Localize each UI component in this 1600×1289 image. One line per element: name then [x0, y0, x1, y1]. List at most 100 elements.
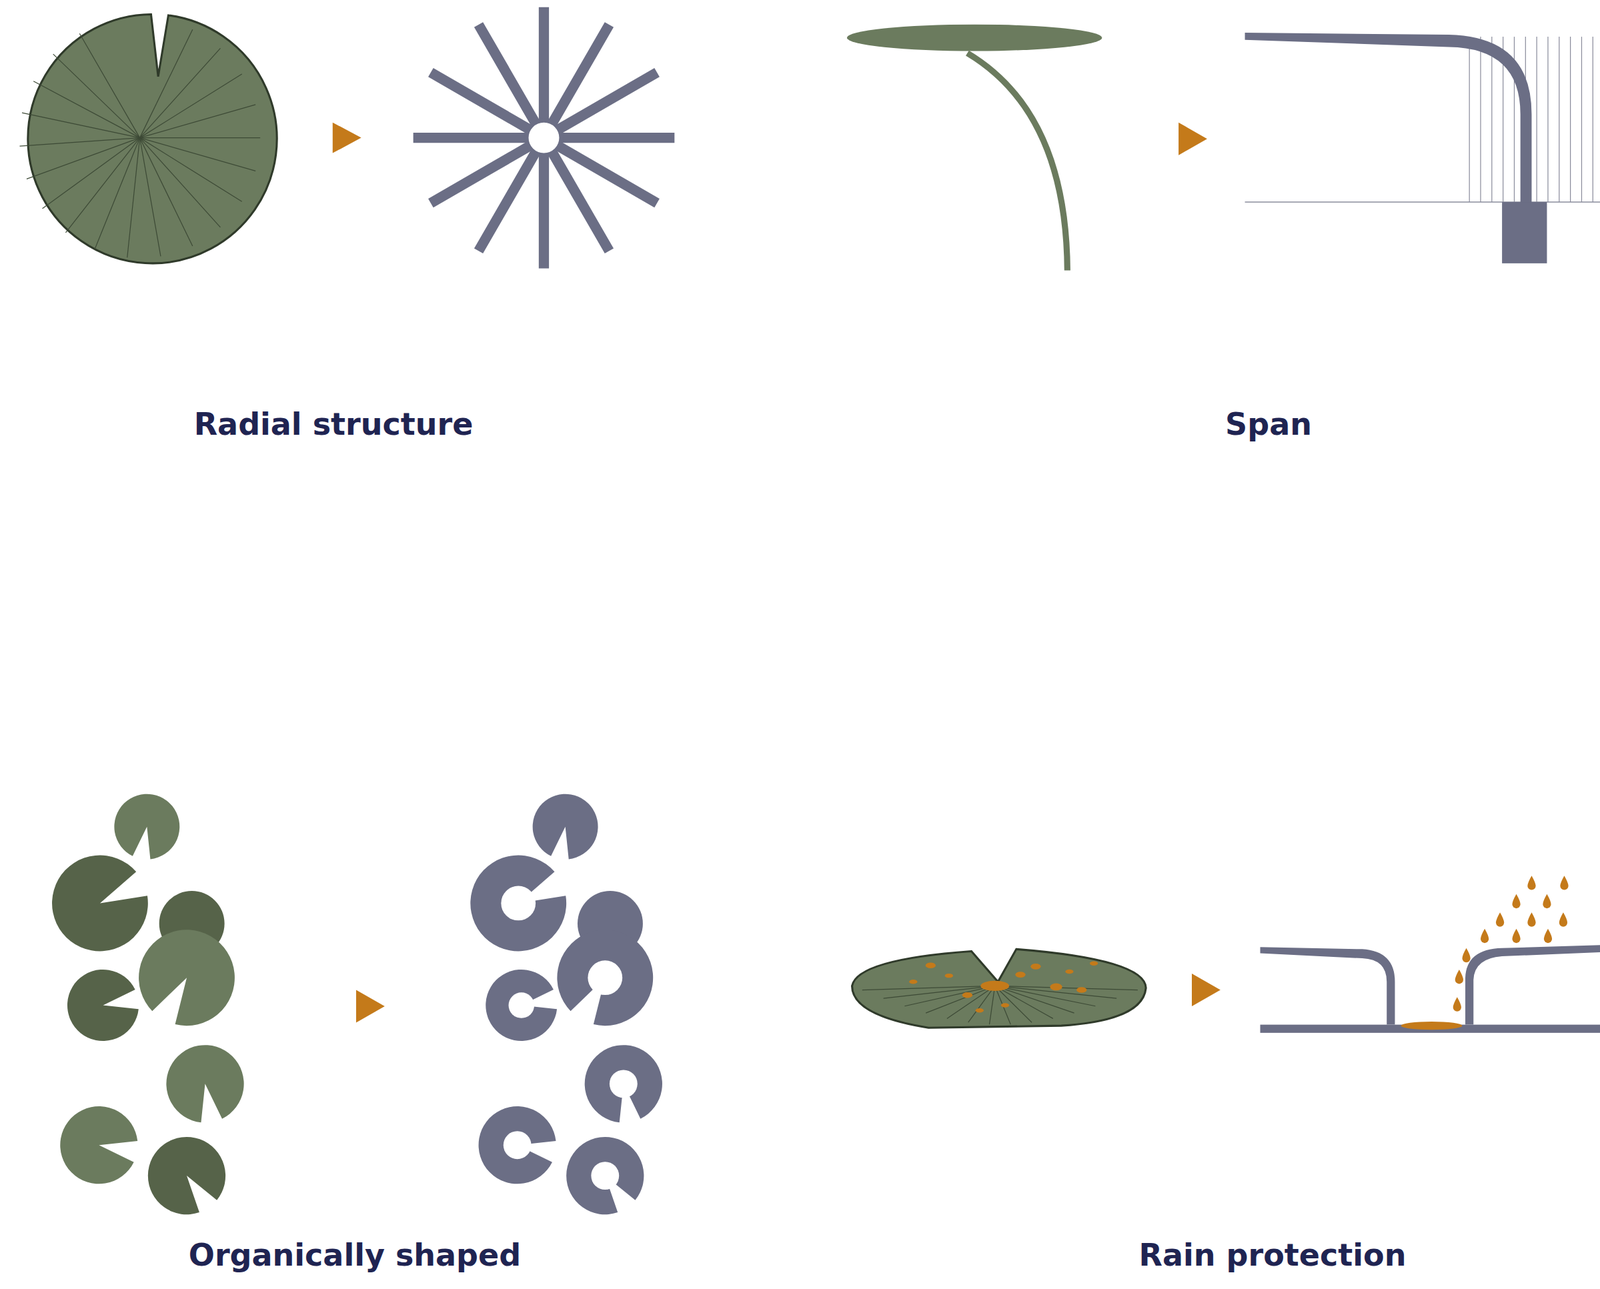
leaf-veins	[862, 985, 1138, 1025]
hub	[526, 120, 561, 156]
water-drop	[1089, 961, 1098, 966]
pad	[556, 929, 653, 1026]
pad	[60, 1106, 138, 1184]
vein	[904, 985, 995, 1006]
spoke	[478, 24, 535, 123]
arrow	[1178, 122, 1208, 156]
water-drop	[1049, 983, 1062, 992]
vein	[140, 74, 243, 139]
vein	[995, 985, 1138, 990]
pad	[485, 969, 557, 1042]
rain-drops	[1453, 875, 1569, 1012]
facade-line	[1536, 36, 1538, 203]
vein	[140, 138, 221, 228]
lily-pad	[28, 14, 277, 263]
pad	[148, 1137, 226, 1215]
vein	[140, 138, 193, 247]
rain-drop	[1559, 875, 1568, 890]
panel-label: Radial structure	[194, 406, 474, 443]
rain-drop	[1461, 948, 1470, 963]
arrow	[1191, 973, 1221, 1007]
vein	[995, 985, 1012, 1025]
water-drop	[975, 1008, 984, 1013]
pad	[67, 969, 139, 1042]
vein	[989, 985, 995, 1025]
pad	[166, 1045, 244, 1123]
vein	[947, 985, 996, 1019]
panel-label: Rain protection	[1139, 1237, 1407, 1274]
water-drop	[909, 979, 918, 984]
spoke	[538, 156, 549, 269]
vein	[140, 48, 221, 138]
pad	[470, 855, 567, 952]
vein	[22, 112, 141, 139]
pad	[114, 794, 180, 860]
rain-drop	[1511, 929, 1520, 944]
pad	[478, 1106, 557, 1184]
arrow	[332, 122, 362, 154]
spoke	[538, 7, 549, 120]
pad-hole	[609, 1069, 638, 1098]
panel-label: Span	[1225, 406, 1312, 443]
rain-drop	[1559, 912, 1568, 927]
vein	[53, 54, 141, 138]
facade-line	[1469, 36, 1470, 203]
facade-line	[1569, 36, 1571, 203]
pad-hole	[508, 992, 535, 1019]
pad	[566, 1137, 644, 1215]
leaf-stem	[967, 53, 1068, 271]
facade-line	[1479, 36, 1481, 203]
pad	[52, 855, 149, 952]
leaf-veins	[20, 29, 261, 258]
vein	[79, 33, 140, 138]
pad-cluster	[52, 794, 663, 1216]
pad-hole	[590, 1161, 619, 1190]
vein	[995, 985, 1096, 1006]
radial-structure	[413, 7, 675, 269]
facade-line	[1491, 36, 1492, 203]
leaf	[847, 24, 1102, 52]
rain-drop	[1455, 969, 1464, 984]
rain-drop	[1527, 912, 1536, 927]
vein	[140, 137, 261, 139]
rain-drop	[1495, 912, 1504, 927]
water-drop	[1065, 969, 1074, 974]
water-drops	[909, 961, 1098, 1014]
water-drop	[1076, 987, 1087, 994]
water-pool	[980, 981, 1010, 992]
vein	[140, 104, 257, 139]
pad	[138, 929, 235, 1026]
puddle	[1401, 1021, 1463, 1030]
roof-left	[1260, 947, 1396, 1025]
pad	[532, 794, 599, 860]
roof-right	[1465, 945, 1600, 1025]
vein	[65, 138, 140, 233]
rain-drop	[1453, 997, 1462, 1012]
facade-line	[1547, 36, 1548, 203]
pad-hole	[500, 886, 536, 922]
rain-drop	[1480, 929, 1489, 944]
vein	[26, 138, 141, 180]
column	[1501, 202, 1547, 264]
facade-line	[1592, 36, 1594, 203]
vein	[968, 985, 996, 1023]
spoke	[413, 132, 526, 143]
water-drop	[1015, 971, 1026, 978]
rain-drop	[1527, 875, 1536, 890]
facade-line	[1558, 36, 1560, 203]
rain-drop	[1511, 894, 1520, 909]
pad	[584, 1045, 663, 1123]
spoke	[552, 153, 609, 251]
vein	[140, 138, 257, 172]
spoke	[559, 72, 657, 129]
water-drop	[962, 992, 973, 999]
vein	[127, 138, 141, 259]
rain-drop	[1542, 894, 1551, 909]
water-drop	[925, 963, 936, 970]
spoke	[562, 132, 675, 143]
vein	[140, 138, 161, 257]
pad-hole	[503, 1131, 532, 1160]
panel-label: Organically shaped	[188, 1237, 521, 1274]
vein	[42, 138, 141, 209]
